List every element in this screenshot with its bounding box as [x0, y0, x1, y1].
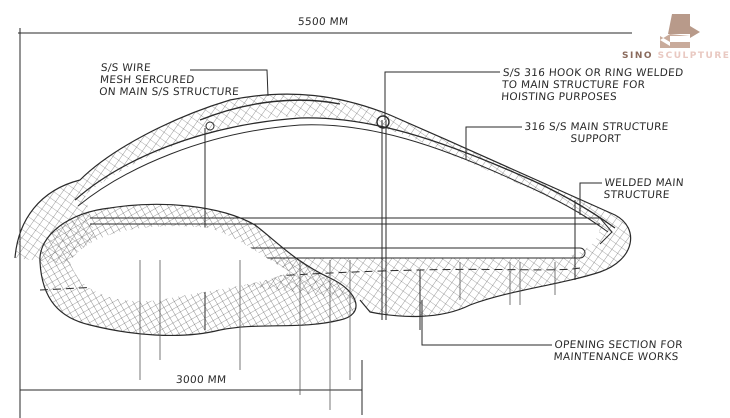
- logo-text-sino: SINO: [622, 51, 654, 61]
- leader-opening: [421, 300, 552, 346]
- callout-welded-main: WELDED MAIN STRUCTURE: [603, 177, 684, 201]
- callout-line: ON MAIN S/S STRUCTURE: [98, 86, 240, 98]
- callout-line: S/S 316 HOOK OR RING WELDED: [502, 67, 684, 79]
- logo-text: SINO SCULPTURE: [622, 51, 730, 61]
- logo-text-sculpture: SCULPTURE: [657, 51, 730, 61]
- main-structure-arc: [74, 117, 616, 229]
- callout-line: SUPPORT: [570, 133, 622, 145]
- callout-line: MAINTENANCE WORKS: [553, 351, 680, 363]
- callout-opening: OPENING SECTION FOR MAINTENANCE WORKS: [553, 339, 683, 363]
- leader-hook: [384, 71, 500, 120]
- leader-main-support: [465, 126, 522, 160]
- callout-wire-mesh: S/S WIRE MESH SERCURED ON MAIN S/S STRUC…: [99, 62, 241, 98]
- callout-line: STRUCTURE: [603, 189, 671, 201]
- callout-line: HOISTING PURPOSES: [500, 91, 618, 103]
- sino-sculpture-logo-icon: [660, 14, 700, 48]
- callout-line: 316 S/S MAIN STRUCTURE: [524, 121, 669, 133]
- callout-line: WELDED MAIN: [604, 177, 685, 189]
- leader-welded-main: [579, 182, 602, 215]
- front-dimension-label: 3000 MM: [175, 374, 227, 386]
- hoist-ring: [376, 115, 390, 129]
- leader-wire-mesh: [190, 69, 269, 97]
- callout-hook: S/S 316 HOOK OR RING WELDED TO MAIN STRU…: [501, 67, 684, 103]
- callout-line: MESH SERCURED: [99, 74, 196, 86]
- overall-dimension-label: 5500 MM: [297, 16, 349, 28]
- callout-main-support: 316 S/S MAIN STRUCTURE SUPPORT: [523, 121, 669, 145]
- callout-line: TO MAIN STRUCTURE FOR: [501, 79, 646, 91]
- callout-line: S/S WIRE: [100, 62, 152, 74]
- callout-line: OPENING SECTION FOR: [554, 339, 684, 351]
